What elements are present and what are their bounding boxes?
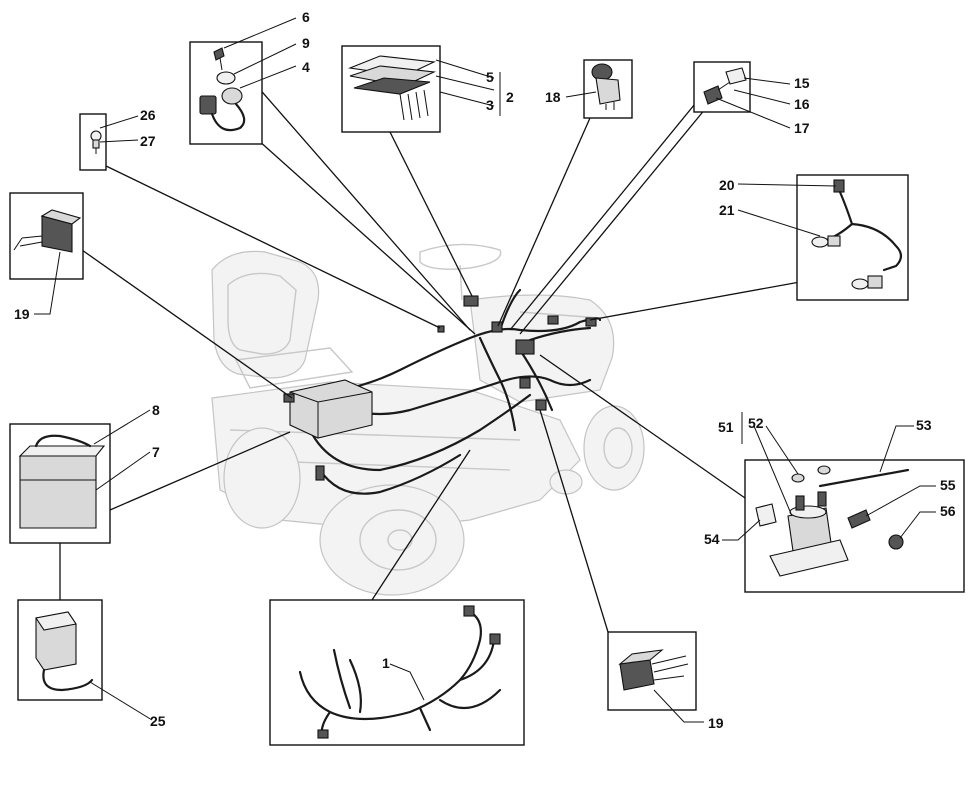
callout-labels: 6 9 4 5 2 3 18 15 16 17 26 27 20 21 19 8…: [14, 9, 956, 731]
headlight-harness-box: [796, 174, 909, 301]
main-harness-box: [269, 599, 525, 746]
label-4: 4: [302, 59, 310, 75]
harness-on-tractor: [283, 288, 602, 495]
label-54: 54: [704, 531, 720, 547]
relay-box-right: [607, 631, 697, 711]
label-9: 9: [302, 35, 310, 51]
label-19-left: 19: [14, 306, 30, 322]
battery-box: [9, 423, 111, 544]
label-55: 55: [940, 477, 956, 493]
label-21: 21: [719, 202, 735, 218]
charger-box: [17, 599, 103, 701]
ignition-switch-box: [189, 41, 263, 145]
label-19-right: 19: [708, 715, 724, 731]
label-20: 20: [719, 177, 735, 193]
callout-connectors: [59, 77, 801, 633]
label-52: 52: [748, 415, 764, 431]
label-56: 56: [940, 503, 956, 519]
label-18: 18: [545, 89, 561, 105]
label-6: 6: [302, 9, 310, 25]
label-17: 17: [794, 120, 810, 136]
label-7: 7: [152, 444, 160, 460]
rocker-switch-box-left: [9, 192, 84, 280]
seat-switch-box: [693, 61, 751, 113]
label-26: 26: [140, 107, 156, 123]
label-53: 53: [916, 417, 932, 433]
label-3: 3: [486, 97, 494, 113]
fuse-block-box: [341, 45, 441, 133]
label-1: 1: [382, 655, 390, 671]
solenoid-box: [744, 459, 965, 593]
leader-lines: [34, 17, 936, 723]
label-5: 5: [486, 69, 494, 85]
label-15: 15: [794, 75, 810, 91]
battery-on-tractor: [289, 379, 373, 439]
label-25: 25: [150, 713, 166, 729]
label-2: 2: [506, 89, 514, 105]
tractor-background: [211, 243, 645, 596]
label-8: 8: [152, 402, 160, 418]
push-switch-box: [583, 59, 633, 119]
label-51: 51: [718, 419, 734, 435]
label-27: 27: [140, 133, 156, 149]
label-16: 16: [794, 96, 810, 112]
